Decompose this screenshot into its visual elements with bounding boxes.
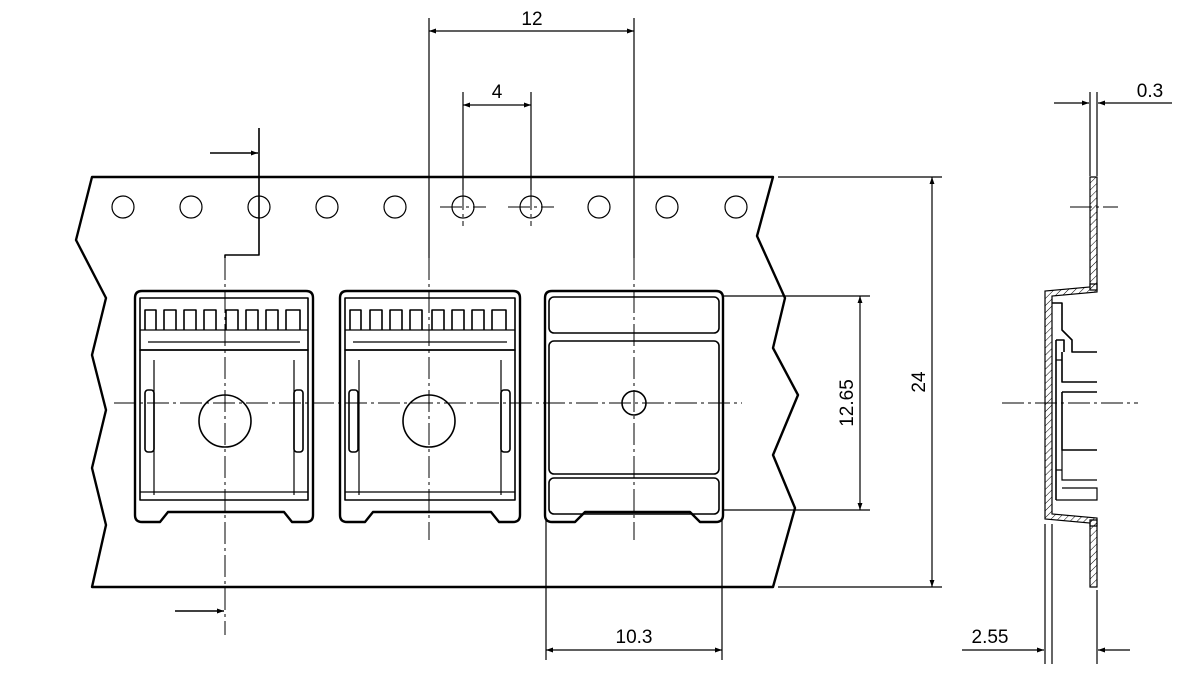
sprocket-hole	[587, 195, 611, 219]
dim-cavity-depth: 2.55	[962, 524, 1130, 664]
dim-pitch: 12	[428, 9, 635, 258]
sprocket-hole	[724, 195, 748, 219]
section-arrows	[175, 128, 260, 614]
dim-thickness-label: 0.3	[1137, 81, 1163, 102]
sprocket-hole	[179, 195, 203, 219]
dim-sprocket-pitch: 4	[462, 82, 532, 190]
dim-cavity-length: 12.65	[724, 295, 870, 511]
tape-outline	[74, 175, 800, 589]
pocket-1	[133, 289, 315, 524]
sprocket-hole	[315, 195, 339, 219]
side-section-view	[1044, 176, 1098, 588]
dim-thickness: 0.3	[1054, 81, 1172, 176]
dim-cavity-length-label: 12.65	[837, 379, 858, 427]
sprocket-holes	[111, 188, 748, 226]
sprocket-hole	[111, 195, 135, 219]
sprocket-hole	[383, 195, 407, 219]
dim-cavity-depth-label: 2.55	[972, 627, 1009, 648]
dim-cavity-width: 10.3	[545, 520, 723, 660]
dim-pitch-label: 12	[521, 9, 542, 30]
dim-sprocket-pitch-label: 4	[492, 82, 503, 103]
dim-cavity-width-label: 10.3	[616, 627, 653, 648]
pocket-2	[338, 289, 522, 524]
dim-tape-width-label: 24	[909, 371, 930, 393]
sprocket-hole	[655, 195, 679, 219]
center-lines	[114, 206, 1138, 635]
dim-tape-width: 24	[778, 176, 942, 588]
